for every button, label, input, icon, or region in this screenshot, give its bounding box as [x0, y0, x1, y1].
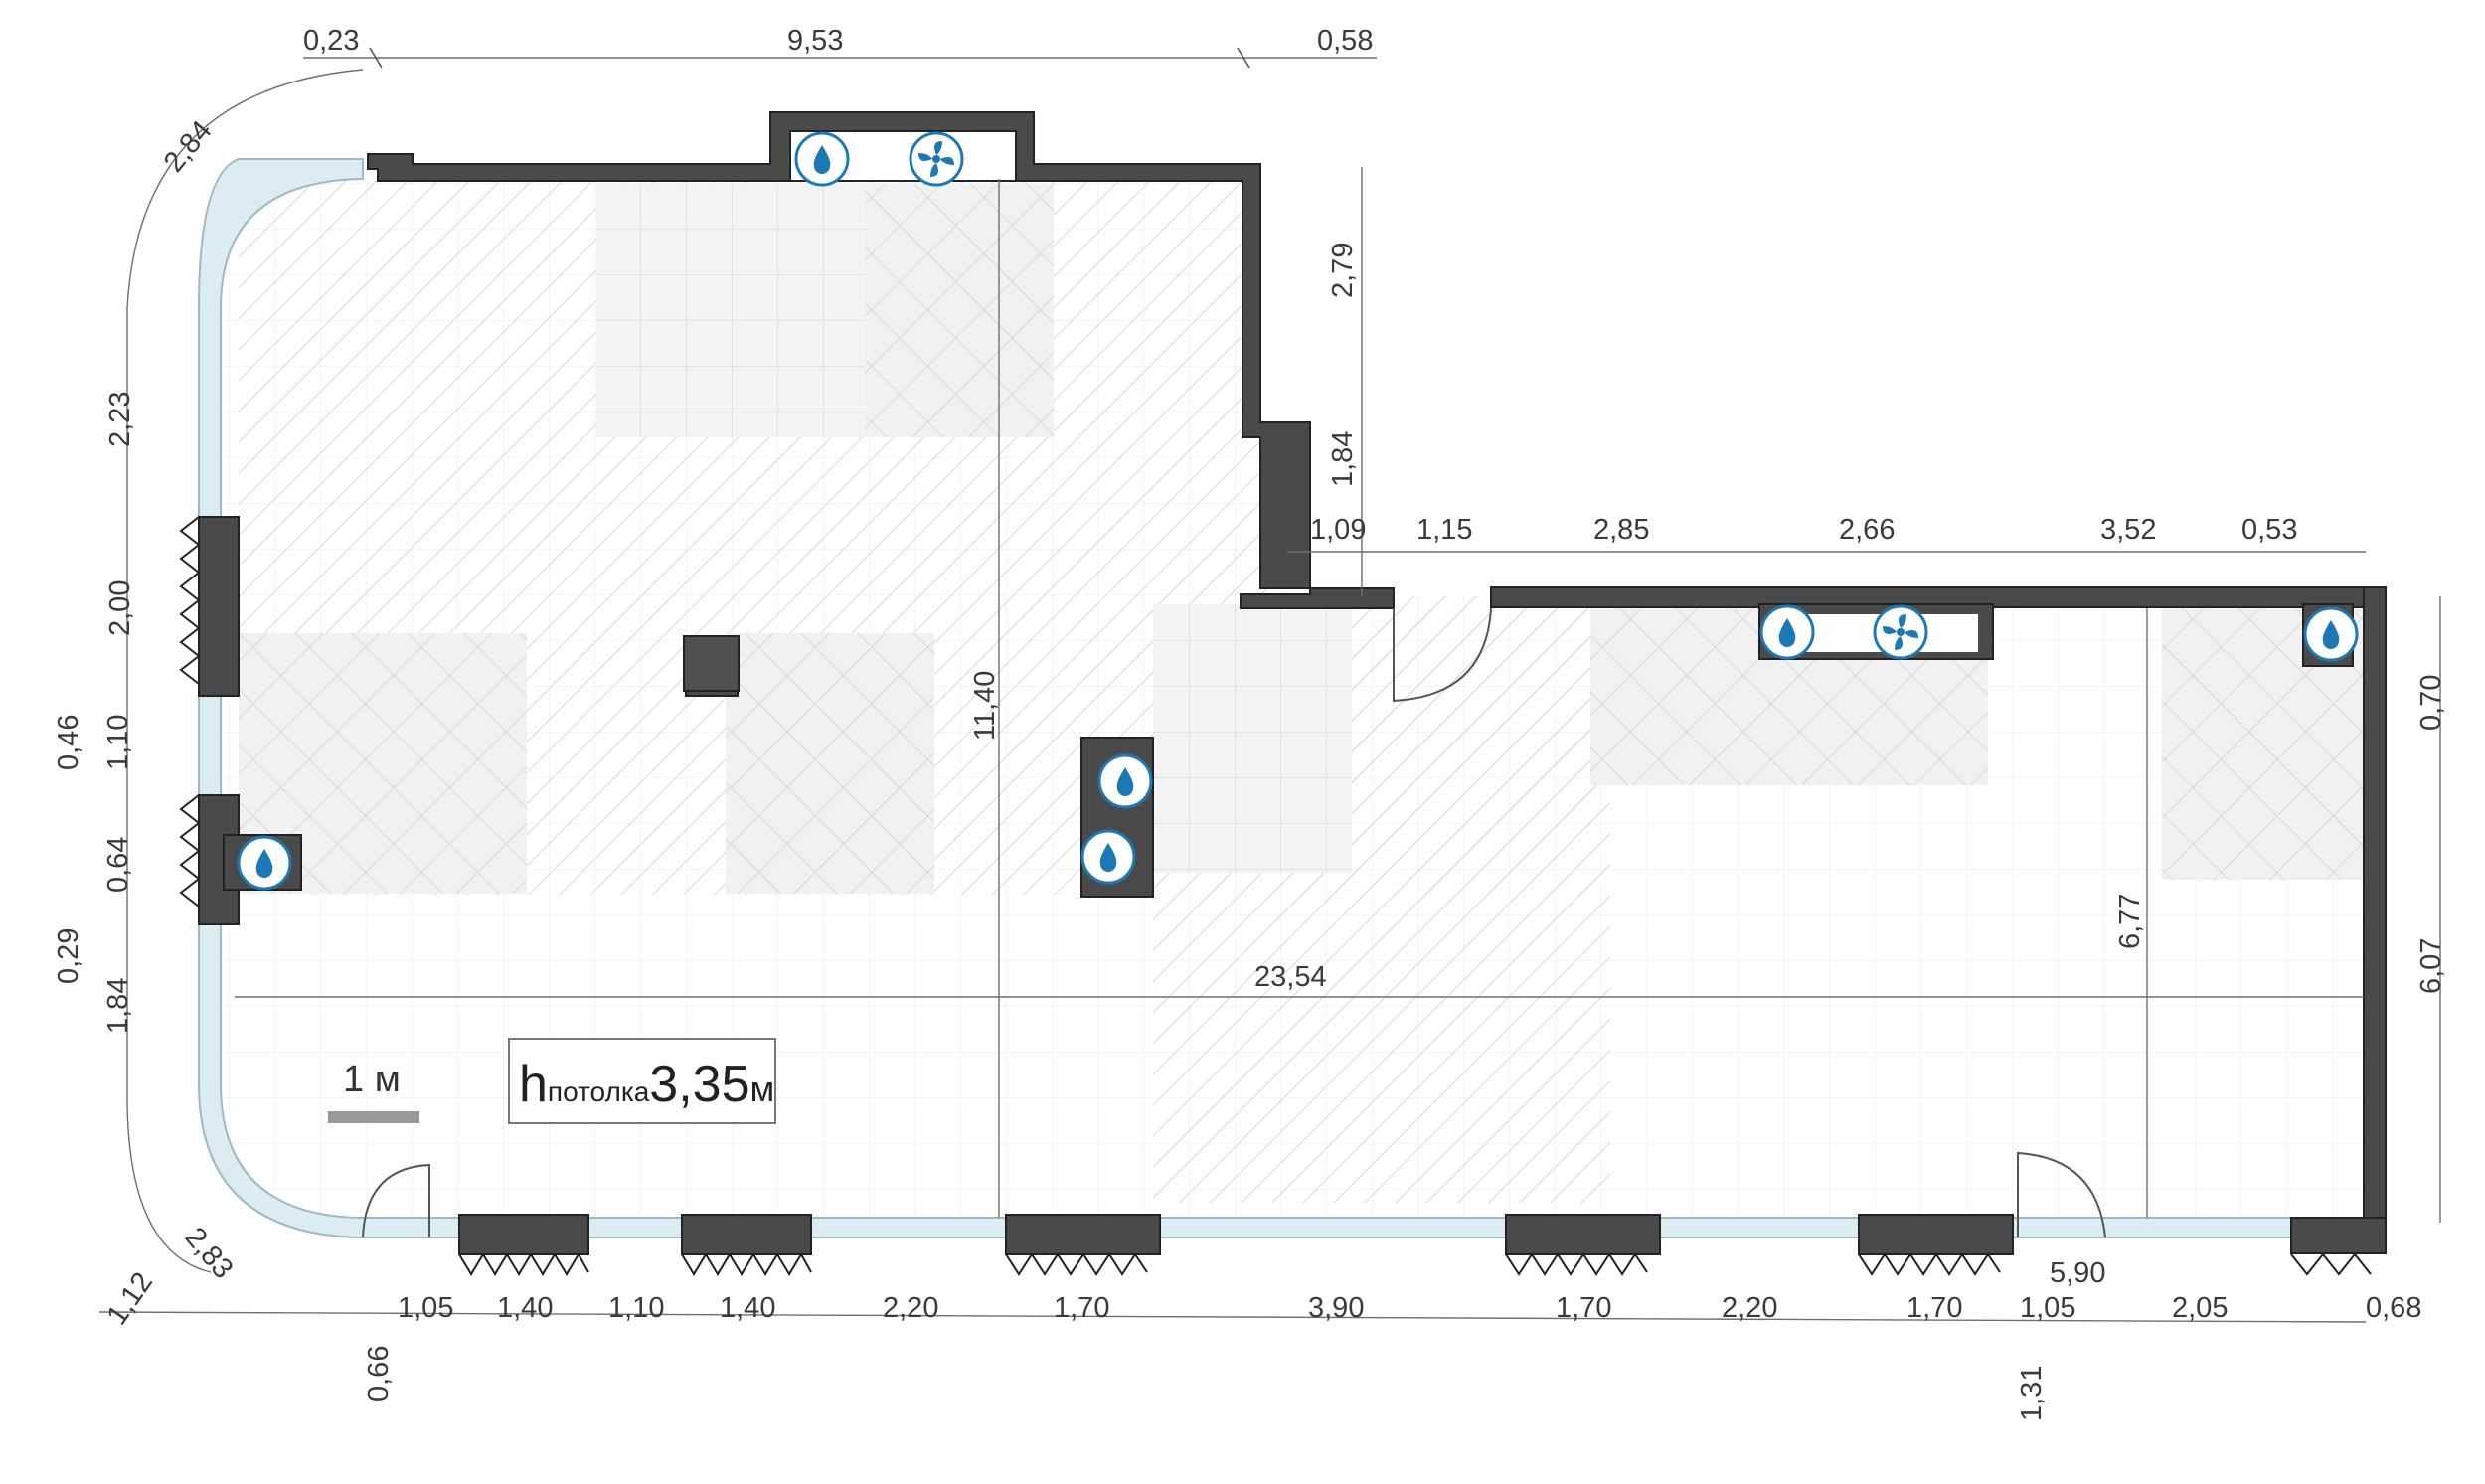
- dim-left-9: 2,83: [179, 1222, 240, 1285]
- dim-bottom-2: 1,40: [497, 1292, 553, 1324]
- scale-bar: [328, 1111, 419, 1123]
- dim-bottom-6: 1,70: [1054, 1292, 1109, 1324]
- water-drop-icon: [1080, 829, 1136, 885]
- dim-int-4: 5,90: [2050, 1257, 2105, 1289]
- dim-left-5: 1,10: [102, 715, 134, 770]
- dim-mid-4: 2,66: [1839, 514, 1895, 546]
- ceiling-height-box: [508, 1038, 776, 1124]
- dim-int-1: 11,40: [969, 671, 1001, 741]
- dim-bottom-4: 1,40: [720, 1292, 775, 1324]
- water-drop-icon: [237, 835, 292, 891]
- column: [683, 635, 740, 692]
- dim-right-1: 0,70: [2415, 675, 2447, 731]
- dim-bottom-13: 0,68: [2366, 1292, 2421, 1324]
- dim-bottom-12: 2,05: [2172, 1292, 2228, 1324]
- doors: [362, 607, 2106, 1238]
- ceiling-prefix: h: [519, 1056, 548, 1113]
- dim-left-4: 0,46: [53, 715, 84, 770]
- scale-label: 1 м: [343, 1059, 401, 1100]
- dim-left-3: 2,00: [104, 580, 136, 636]
- water-drop-icon: [1759, 604, 1815, 660]
- dim-left-8: 1,84: [102, 978, 134, 1034]
- dim-right-2: 6,07: [2415, 938, 2447, 994]
- dim-left-11: 0,66: [363, 1346, 395, 1402]
- dim-bottom-14: 1,31: [2016, 1366, 2048, 1421]
- water-drop-icon: [1097, 753, 1153, 809]
- dim-left-6: 0,64: [102, 837, 134, 893]
- dim-mid-2: 1,15: [1416, 514, 1472, 546]
- dim-mid-5: 3,52: [2100, 514, 2156, 546]
- water-drop-icon: [794, 131, 850, 187]
- fan-icon: [1873, 604, 1928, 660]
- dim-rt-2: 1,84: [1327, 431, 1359, 487]
- dim-left-2: 2,23: [104, 392, 136, 447]
- dim-rt-1: 2,79: [1327, 243, 1359, 298]
- dim-int-2: 23,54: [1254, 961, 1327, 993]
- dim-bottom-5: 2,20: [883, 1292, 938, 1324]
- dim-bottom-10: 1,70: [1906, 1292, 1962, 1324]
- outer-dimension-lines: [98, 47, 2441, 1323]
- dim-bottom-11: 1,05: [2020, 1292, 2075, 1324]
- interior-dimension-lines: [235, 179, 2364, 1218]
- dim-left-7: 0,29: [53, 928, 84, 984]
- ceiling-value: 3,35: [649, 1056, 749, 1113]
- dim-mid-6: 0,53: [2241, 514, 2297, 546]
- dim-bottom-8: 1,70: [1556, 1292, 1611, 1324]
- dim-top-1: 0,23: [303, 25, 359, 57]
- fan-icon: [909, 131, 964, 187]
- window-sills-bottom: [179, 516, 2372, 1276]
- dim-mid-1: 1,09: [1310, 514, 1366, 546]
- dim-bottom-9: 2,20: [1722, 1292, 1777, 1324]
- dim-bottom-3: 1,10: [608, 1292, 664, 1324]
- water-drop-icon: [2303, 606, 2359, 662]
- dim-mid-3: 2,85: [1593, 514, 1649, 546]
- dim-left-10: 1,12: [101, 1266, 160, 1331]
- ceiling-height-label: hпотолка3,35м: [519, 1056, 774, 1113]
- dim-bottom-7: 3,90: [1308, 1292, 1364, 1324]
- dim-bottom-1: 1,05: [398, 1292, 453, 1324]
- ceiling-subscript: потолка: [548, 1076, 650, 1107]
- dim-top-3: 0,58: [1317, 25, 1373, 57]
- dim-top-2: 9,53: [787, 25, 843, 57]
- dim-int-3: 6,77: [2114, 894, 2146, 949]
- ceiling-unit: м: [750, 1069, 775, 1109]
